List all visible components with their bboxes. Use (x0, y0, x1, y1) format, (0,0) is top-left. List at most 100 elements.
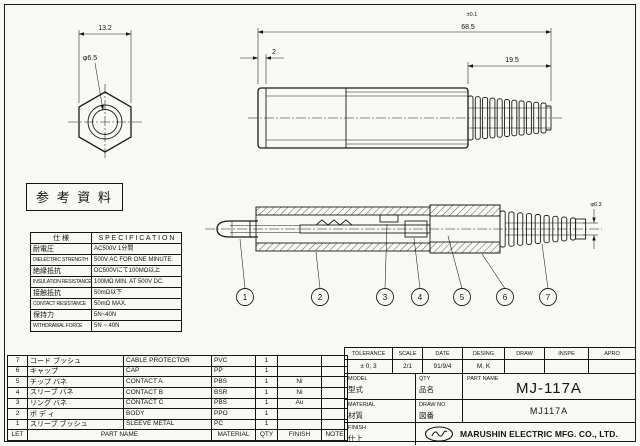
parts-cell: 7 (7, 355, 28, 367)
spec-cell: 100MΩ MIN. AT 500V DC. (91, 276, 182, 288)
desing-label: DESING (463, 348, 505, 360)
spec-cell: WITHDRAWAL FORCE (30, 320, 92, 332)
spec-cell: 保持力 (30, 309, 92, 321)
spec-cell: 仕 様 (30, 232, 92, 244)
finish-label-jp: 仕上 (348, 434, 363, 443)
marushin-logo-icon (424, 426, 454, 442)
parts-cell (321, 397, 348, 410)
callout-balloons: 1 2 3 4 5 6 7 (236, 288, 557, 306)
spec-cell: INSULATION RESISTANCE (30, 276, 92, 288)
dim-overall-length: 68.5 (461, 24, 475, 31)
title-block: TOLERANCE SCALE DATE DESING DRAW INSPE A… (344, 347, 635, 445)
spec-cell: CONTACT RESISTANCE (30, 298, 92, 310)
parts-cell: キャップ (27, 365, 124, 378)
company-cell: MARUSHIN ELECTRIC MFG. CO., LTD. (416, 423, 635, 445)
parts-cell (321, 365, 348, 378)
parts-cell (321, 355, 348, 367)
callout-2: 2 (318, 293, 323, 302)
callout-3: 3 (383, 293, 388, 302)
parts-cell: PP (211, 365, 256, 378)
parts-cell: 2 (7, 408, 28, 420)
date-value: 91/9/4 (423, 360, 463, 374)
parts-cell: 1 (7, 418, 28, 431)
spec-cell: DIELECTRIC STRENGTH (30, 254, 92, 266)
callout-5: 5 (460, 293, 465, 302)
dim-hex-hole: φ6.5 (83, 55, 97, 62)
part-name-row: MODEL 型式 QTY 品名 PART NAME MJ-117A (345, 374, 635, 400)
parts-cell: Ni (277, 376, 322, 389)
parts-cell: 5 (7, 376, 28, 389)
finish-label-en: FINISH (348, 425, 367, 431)
spec-cell: 50mΩ MAX. (91, 298, 182, 310)
parts-cell: PPO (211, 408, 256, 420)
callout-6: 6 (503, 293, 508, 302)
parts-cell: 1 (255, 387, 278, 399)
parts-cell: スリーブ ブッシュ (27, 418, 124, 431)
callout-4: 4 (418, 293, 423, 302)
draw-label: DRAW (505, 348, 545, 360)
inspe-value (545, 360, 589, 374)
desing-value: M, K (463, 360, 505, 374)
spec-cell: 5N ~ 40N (91, 320, 182, 332)
qty-label-jp: 品名 (419, 385, 434, 394)
inspe-label: INSPE (545, 348, 589, 360)
material-label-en: MATERIAL (348, 402, 376, 408)
parts-cell: 1 (255, 397, 278, 410)
model-label-jp: 型式 (348, 385, 363, 394)
apro-label: APRO (589, 348, 635, 360)
parts-header-cell: NOTE (321, 429, 348, 441)
scale-label: SCALE (393, 348, 423, 360)
part-name-value: MJ-117A (516, 380, 582, 397)
front-view: 13.2 φ6.5 (68, 25, 142, 160)
parts-cell: ボ デ ィ (27, 408, 124, 420)
spec-cell: 耐電圧 (30, 243, 92, 255)
parts-cell: 1 (255, 418, 278, 431)
parts-cell: Ni (277, 387, 322, 399)
material-label: MATERIAL 材質 (345, 400, 416, 422)
spec-cell: 5N~40N (91, 309, 182, 321)
part-name-header: PART NAME (467, 376, 499, 382)
parts-cell: Au (277, 397, 322, 410)
drawing-number-row: MATERIAL 材質 DRAW NO 図番 MJ117A (345, 400, 635, 423)
parts-cell (321, 408, 348, 420)
parts-cell (277, 408, 322, 420)
draw-value (505, 360, 545, 374)
model-label-en: MODEL (348, 376, 368, 382)
parts-cell: CONTACT A (123, 376, 212, 389)
callout-1: 1 (243, 293, 248, 302)
dim-hex-width: 13.2 (98, 25, 112, 32)
company-row: FINISH 仕上 MARUSHIN ELECTRIC MFG. CO., LT… (345, 423, 635, 445)
parts-cell: BODY (123, 408, 212, 420)
tolerance-value: ± 0, 3 (345, 360, 393, 374)
parts-cell (277, 355, 322, 367)
parts-cell: CAP (123, 365, 212, 378)
spec-cell: 50mΩ以下 (91, 287, 182, 299)
drawno-label-jp: 図番 (419, 411, 434, 420)
parts-header-cell: FINISH (277, 429, 322, 441)
parts-cell: CONTACT C (123, 397, 212, 410)
dim-step: 2 (272, 49, 276, 56)
parts-cell: 1 (255, 376, 278, 389)
parts-cell (277, 365, 322, 378)
parts-header-cell: MATERIAL (211, 429, 256, 441)
parts-cell: SLEEVE METAL (123, 418, 212, 431)
parts-cell (321, 418, 348, 431)
parts-cell: リング バネ (27, 397, 124, 410)
scale-value: 2/1 (393, 360, 423, 374)
parts-cell: PBS (211, 376, 256, 389)
parts-cell: PBS (211, 397, 256, 410)
technical-drawing: 13.2 φ6.5 (68, 12, 602, 306)
section-view: φ6.3 1 2 3 4 5 6 (205, 202, 602, 306)
parts-cell: 1 (255, 408, 278, 420)
dim-overall-tol: ±0.1 (467, 12, 478, 18)
parts-cell (321, 376, 348, 389)
parts-header-cell: QTY (255, 429, 278, 441)
part-name-cell: PART NAME MJ-117A (463, 374, 635, 399)
parts-cell: PC (211, 418, 256, 431)
